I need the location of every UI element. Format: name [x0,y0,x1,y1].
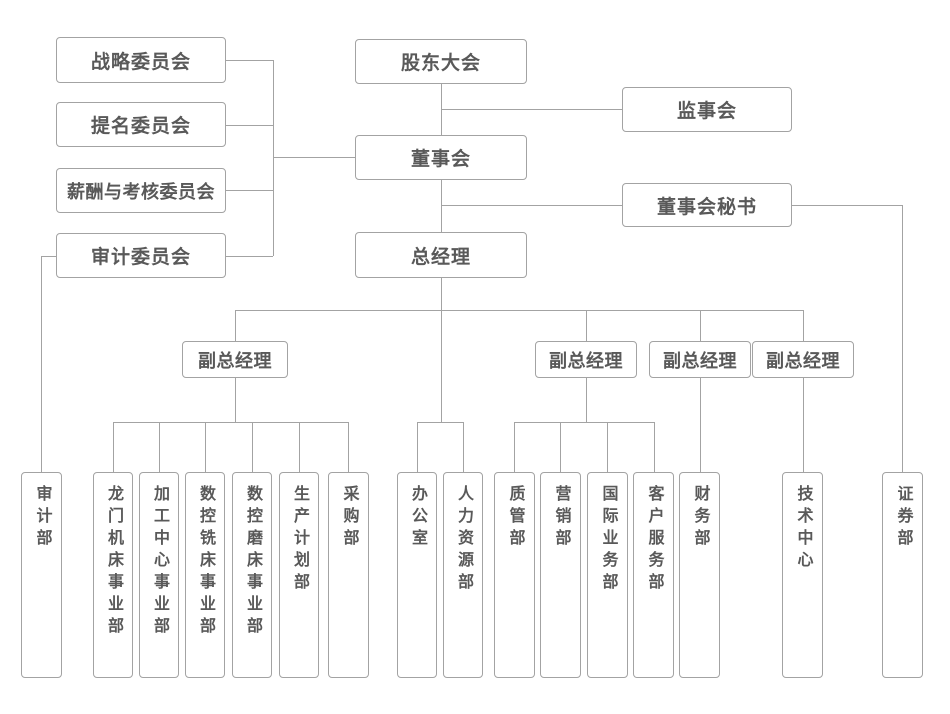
node-shareholders-meeting: 股东大会 [355,39,527,84]
connector-line-horizontal [441,205,622,206]
node-customer-service-dept-label: 客户服务部 [645,485,663,595]
connector-line-horizontal [273,157,355,158]
node-deputy-gm-4: 副总经理 [752,341,854,378]
connector-line-horizontal [226,125,273,126]
node-deputy-gm-2: 副总经理 [535,341,637,378]
node-deputy-gm-3: 副总经理 [649,341,751,378]
connector-line-vertical [803,310,804,341]
node-production-planning-dept: 生产计划部 [279,472,319,678]
connector-line-horizontal [417,422,463,423]
node-supervisory-board: 监事会 [622,87,792,132]
connector-line-vertical [159,422,160,472]
node-technology-center: 技术中心 [782,472,823,678]
node-hr-dept: 人力资源部 [443,472,483,678]
node-nomination-committee: 提名委员会 [56,102,226,147]
node-finance-dept-label: 财务部 [691,485,709,551]
connector-line-vertical [654,422,655,472]
connector-line-vertical [205,422,206,472]
node-securities-dept: 证券部 [882,472,923,678]
node-machining-center-division: 加工中心事业部 [139,472,179,678]
node-quality-dept: 质管部 [494,472,535,678]
node-machining-center-division-label: 加工中心事业部 [151,485,168,639]
node-quality-dept-label: 质管部 [506,485,524,551]
connector-line-vertical [113,422,114,472]
node-office: 办公室 [397,472,437,678]
node-remuneration-assessment-committee: 薪酬与考核委员会 [56,168,226,213]
node-purchasing-dept: 采购部 [328,472,369,678]
connector-line-horizontal [113,422,348,423]
node-audit-dept: 审计部 [21,472,62,678]
node-cnc-grinding-division: 数控磨床事业部 [232,472,272,678]
connector-line-vertical [803,378,804,472]
node-cnc-grinding-division-label: 数控磨床事业部 [244,485,261,639]
connector-line-vertical [700,310,701,341]
connector-line-vertical [560,422,561,472]
connector-line-horizontal [514,422,654,423]
connector-line-vertical [252,422,253,472]
connector-line-horizontal [792,205,902,206]
node-hr-dept-label: 人力资源部 [455,485,472,595]
node-audit-dept-label: 审计部 [33,485,51,551]
connector-line-horizontal [41,256,56,257]
node-marketing-dept-label: 营销部 [552,485,570,551]
node-customer-service-dept: 客户服务部 [633,472,674,678]
connector-line-vertical [417,422,418,472]
connector-line-vertical [902,205,903,472]
connector-line-vertical [41,256,42,472]
node-gantry-machine-division-label: 龙门机床事业部 [105,485,122,639]
node-securities-dept-label: 证券部 [894,485,912,551]
connector-line-vertical [463,422,464,472]
node-audit-committee: 审计委员会 [56,233,226,278]
node-cnc-milling-division: 数控铣床事业部 [185,472,225,678]
node-office-label: 办公室 [409,485,426,551]
connector-line-horizontal [226,190,273,191]
connector-line-vertical [607,422,608,472]
connector-line-horizontal [235,310,803,311]
node-gantry-machine-division: 龙门机床事业部 [93,472,133,678]
node-finance-dept: 财务部 [679,472,720,678]
connector-line-vertical [441,278,442,422]
connector-line-vertical [586,378,587,422]
node-strategy-committee: 战略委员会 [56,37,226,83]
connector-line-vertical [235,310,236,341]
connector-line-horizontal [226,256,273,257]
node-cnc-milling-division-label: 数控铣床事业部 [197,485,214,639]
connector-line-horizontal [441,109,622,110]
connector-line-vertical [514,422,515,472]
connector-line-vertical [586,310,587,341]
node-production-planning-dept-label: 生产计划部 [291,485,308,595]
connector-line-vertical [299,422,300,472]
node-general-manager: 总经理 [355,232,527,278]
node-international-business-dept: 国际业务部 [587,472,628,678]
node-technology-center-label: 技术中心 [794,485,812,573]
connector-line-vertical [700,378,701,472]
connector-line-vertical [441,180,442,232]
node-purchasing-dept-label: 采购部 [340,485,358,551]
node-board-of-directors: 董事会 [355,135,527,180]
node-board-secretary: 董事会秘书 [622,183,792,227]
connector-line-vertical [273,60,274,256]
node-deputy-gm-1: 副总经理 [182,341,288,378]
connector-line-vertical [348,422,349,472]
node-marketing-dept: 营销部 [540,472,581,678]
connector-line-vertical [235,378,236,422]
connector-line-horizontal [226,60,273,61]
node-international-business-dept-label: 国际业务部 [599,485,617,595]
